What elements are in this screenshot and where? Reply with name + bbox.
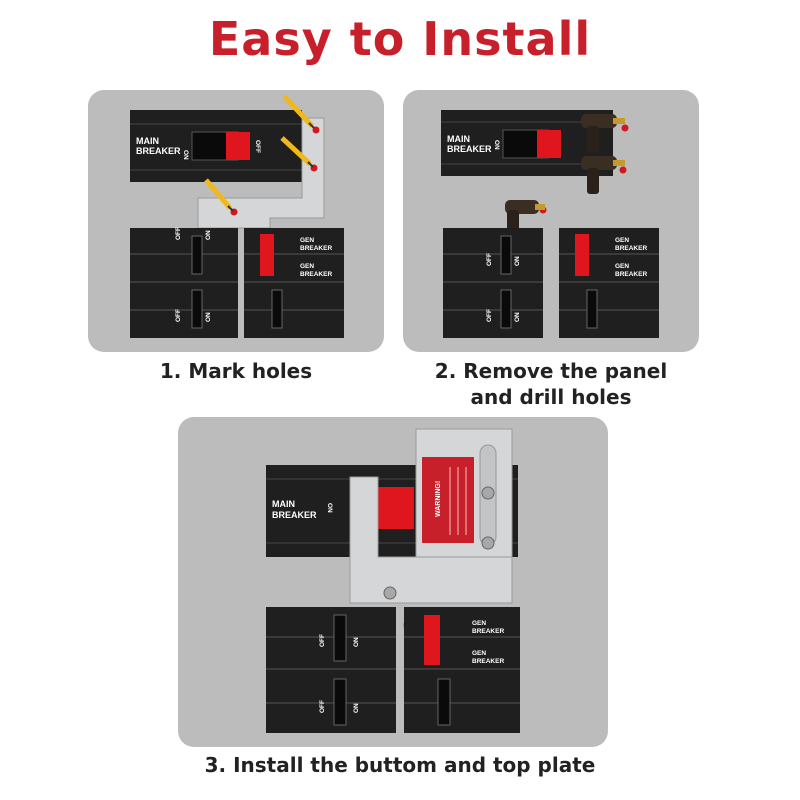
drill-icon [581,114,625,152]
svg-text:ON: ON [182,150,189,160]
svg-text:ON: ON [353,703,360,713]
pencil-icon [282,94,315,129]
breaker-column-left [266,607,396,733]
step-3-illustration: MAIN BREAKER ON WARNING! OFF ON OFF ON [178,417,608,747]
breaker-label: BREAKER [136,146,181,156]
pencil-icon [204,178,234,212]
main-switch-red [226,132,250,160]
svg-text:BREAKER: BREAKER [447,144,492,154]
step-3-diagram: MAIN BREAKER ON WARNING! OFF ON OFF ON [266,428,520,733]
page-title: Easy to Install [208,12,592,66]
breaker-column-right [404,607,520,733]
gen-switch-red [260,234,274,276]
svg-text:BREAKER: BREAKER [472,658,504,665]
svg-text:BREAKER: BREAKER [615,245,647,252]
svg-text:BREAKER: BREAKER [615,271,647,278]
svg-text:ON: ON [205,230,212,240]
step-2-diagram: MAIN BREAKER ON OFF ON [441,110,659,338]
warning-label [422,457,474,543]
svg-text:ON: ON [493,140,500,150]
step-1-illustration: MAIN BREAKER ON OFF OFF ON OF [88,90,384,352]
svg-text:GEN: GEN [300,263,314,270]
svg-text:OFF: OFF [175,227,182,240]
step-1-diagram: MAIN BREAKER ON OFF OFF ON OF [130,94,344,338]
svg-text:OFF: OFF [254,140,261,153]
step-2-illustration: MAIN BREAKER ON OFF ON [403,90,699,352]
svg-text:ON: ON [205,312,212,322]
svg-text:BREAKER: BREAKER [272,510,317,520]
pencil-icon [280,136,314,168]
step-2-caption: 2. Remove the panel and drill holes [434,359,668,409]
breaker-column-left [443,228,543,338]
breaker-column-left [130,228,238,338]
main-label: MAIN [136,136,159,146]
svg-text:ON: ON [326,503,333,513]
svg-text:BREAKER: BREAKER [300,245,332,252]
svg-text:ON: ON [514,256,521,266]
svg-text:GEN: GEN [472,620,486,627]
svg-text:MAIN: MAIN [447,134,470,144]
svg-text:GEN: GEN [300,237,314,244]
svg-text:GEN: GEN [472,650,486,657]
svg-text:BREAKER: BREAKER [472,628,504,635]
svg-text:OFF: OFF [486,253,493,266]
step-1-caption: 1. Mark holes [159,359,313,383]
step-3-caption: 3. Install the buttom and top plate [204,753,596,777]
svg-text:ON: ON [353,637,360,647]
svg-text:WARNING!: WARNING! [435,481,442,517]
drill-icon [581,156,625,194]
svg-text:GEN: GEN [615,237,629,244]
bottom-plate [349,476,513,604]
svg-text:OFF: OFF [486,309,493,322]
svg-text:OFF: OFF [175,309,182,322]
svg-text:OFF: OFF [319,634,326,647]
svg-text:OFF: OFF [319,700,326,713]
svg-text:MAIN: MAIN [272,499,295,509]
svg-text:GEN: GEN [615,263,629,270]
svg-text:ON: ON [514,312,521,322]
svg-text:BREAKER: BREAKER [300,271,332,278]
